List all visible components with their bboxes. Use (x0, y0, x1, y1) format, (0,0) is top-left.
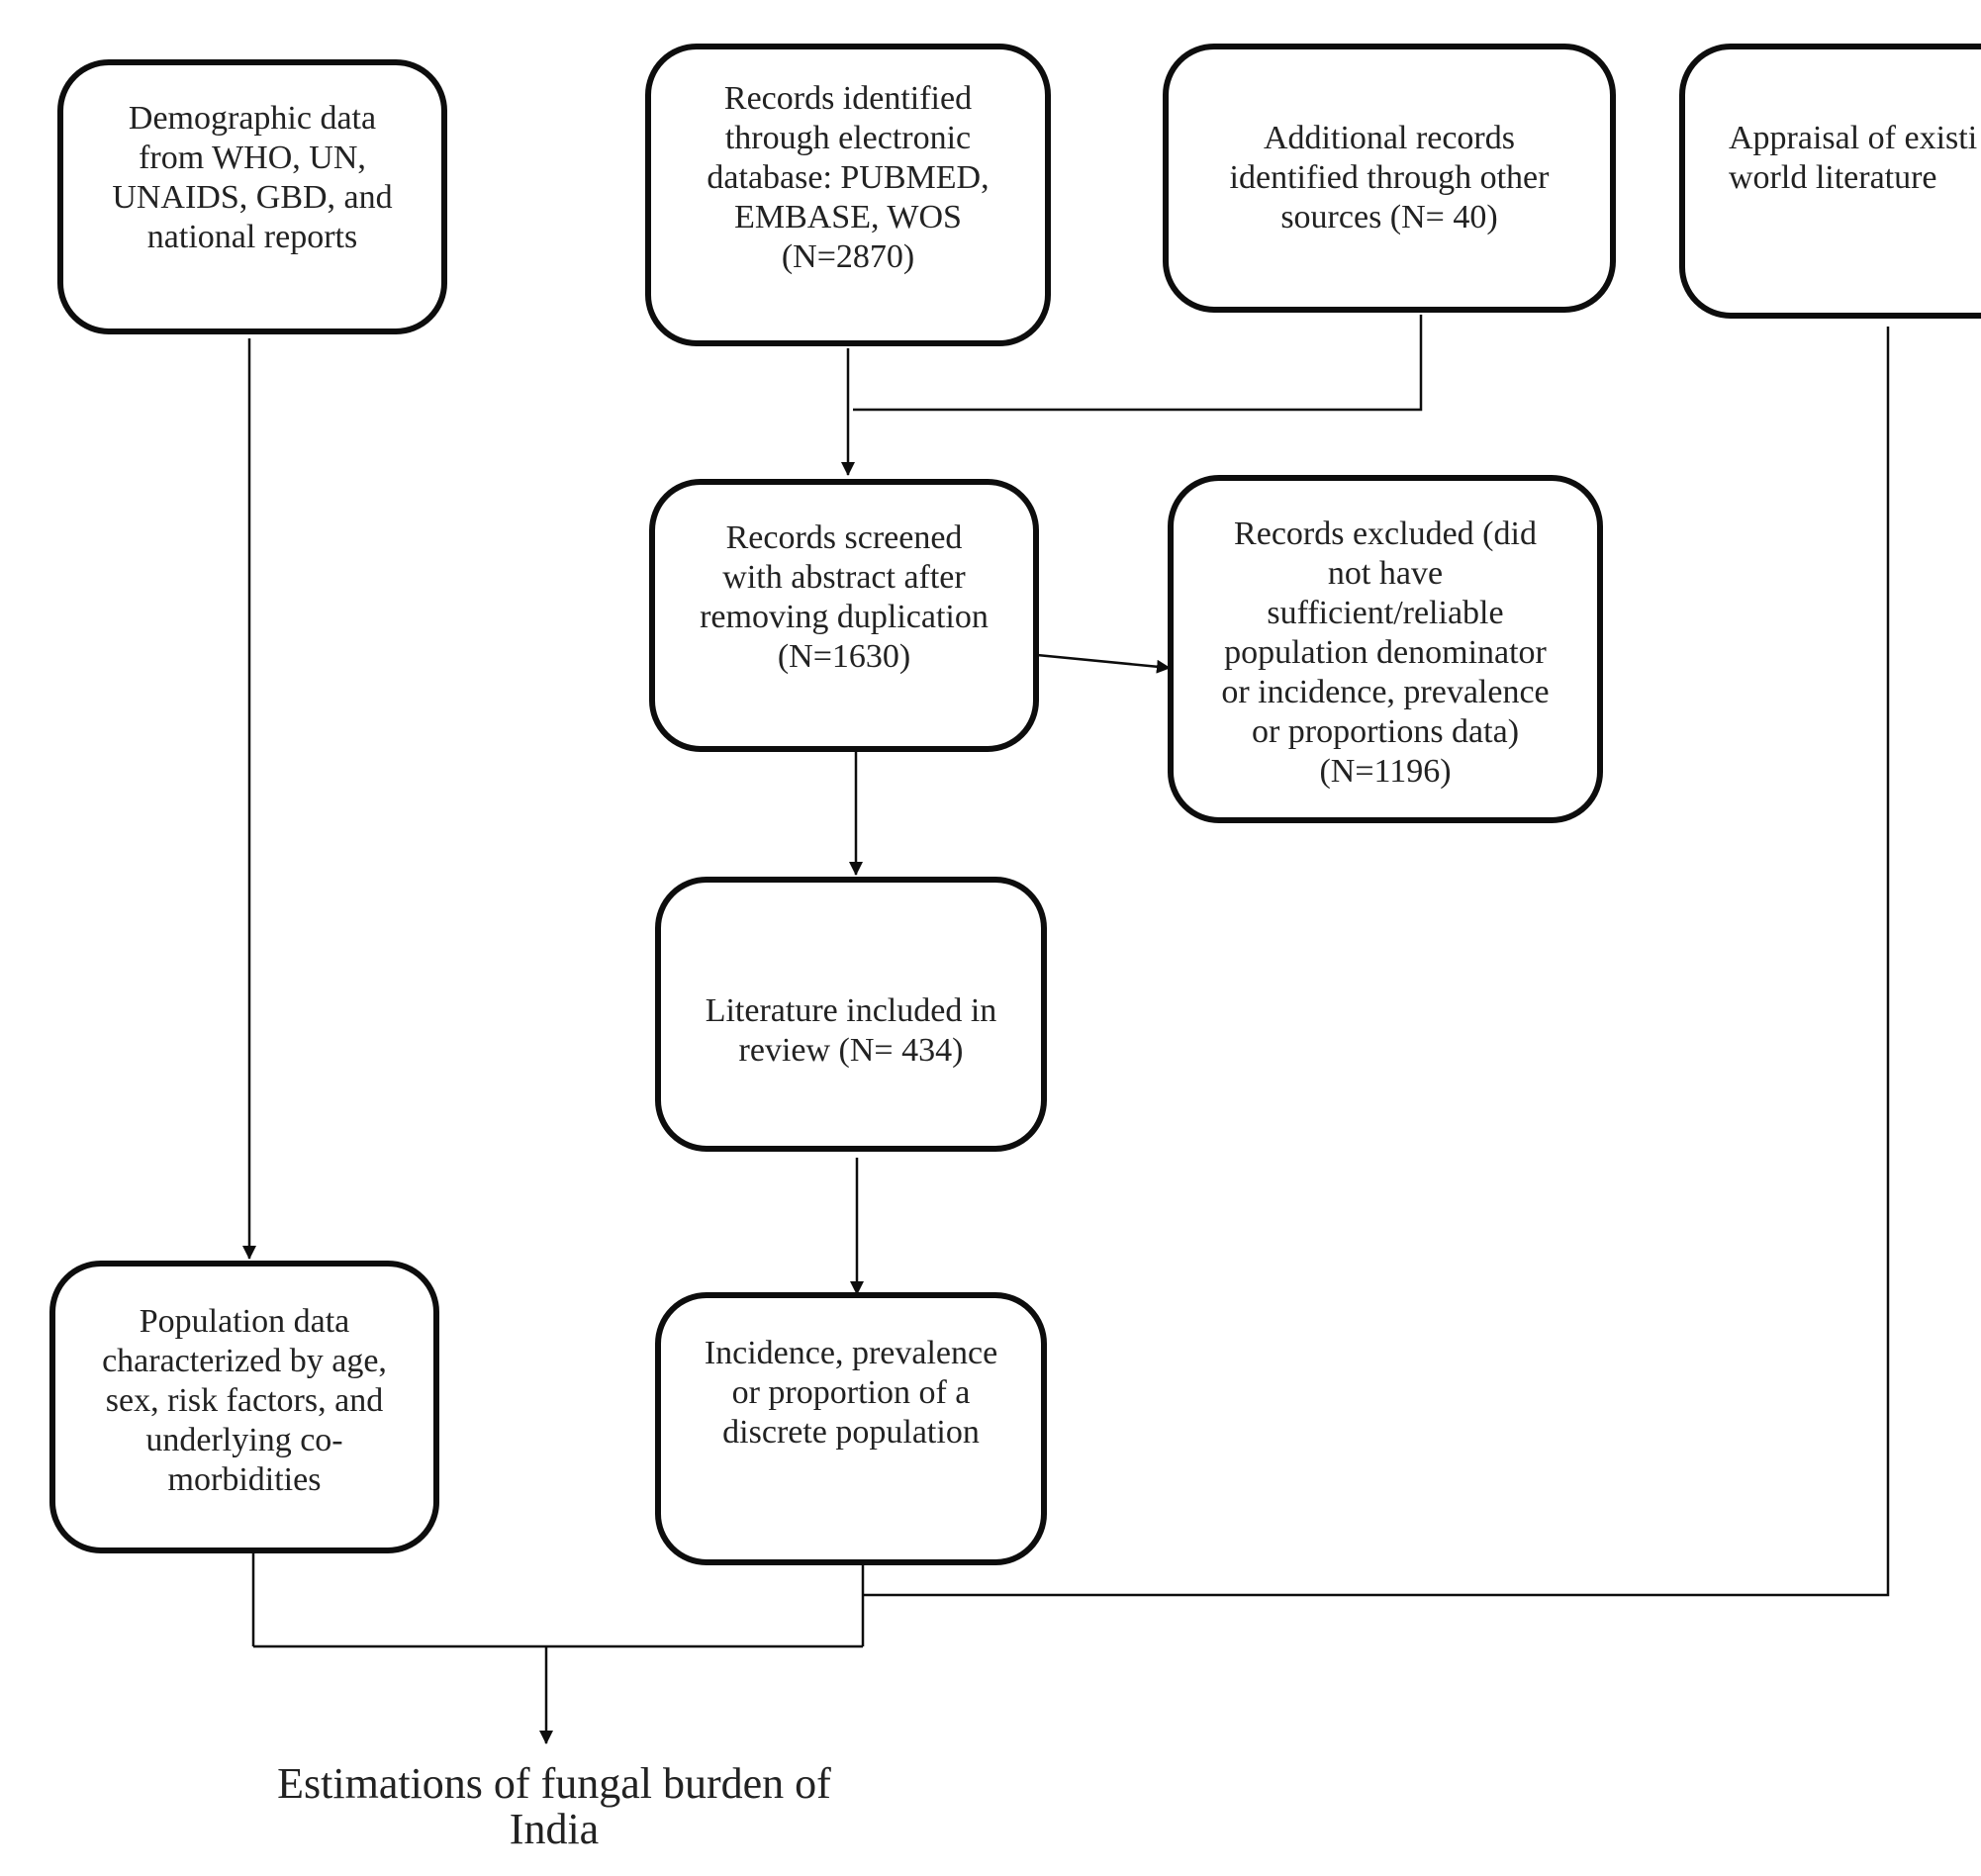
connector-additional-records (853, 315, 1423, 412)
box-text-line: Appraisal of existi (1729, 120, 1978, 156)
box-text-line: population denominator (1224, 634, 1547, 671)
box-text-line: characterized by age, (102, 1343, 387, 1379)
box-text-line: database: PUBMED, (707, 159, 990, 196)
box-text-line: identified through other (1229, 159, 1550, 196)
box-text-line: Population data (139, 1303, 350, 1340)
box-text-line: (N=1630) (777, 638, 911, 675)
box-text-line: EMBASE, WOS (734, 199, 962, 235)
box-text-line: removing duplication (700, 599, 989, 635)
box-text-line: not have (1327, 555, 1444, 592)
box-text-line: or proportions data) (1251, 713, 1520, 750)
final-text-line: India (509, 1805, 600, 1853)
box-text-line: from WHO, UN, (139, 140, 366, 176)
connector-appraisal (863, 327, 1890, 1597)
box-text-line: sources (N= 40) (1280, 199, 1498, 235)
box-text-line: morbidities (167, 1461, 322, 1498)
box-text-line: or incidence, prevalence (1221, 674, 1550, 710)
arrow-screened-to-excluded (1036, 653, 1171, 674)
box-text-line: national reports (146, 219, 358, 255)
box-text-line: Additional records (1264, 120, 1515, 156)
box-text-line: Records screened (725, 519, 963, 556)
box-text-line: (N=1196) (1319, 753, 1452, 790)
box-text-line: sex, risk factors, and (105, 1382, 384, 1419)
box-text-line: (N=2870) (781, 238, 915, 275)
box-text-line: Literature included in (705, 992, 997, 1029)
box-text-line: Demographic data (128, 100, 377, 137)
box-text-line: Records excluded (did (1234, 516, 1537, 552)
box-text-line: world literature (1729, 159, 1937, 196)
box-text-line: Incidence, prevalence (704, 1335, 998, 1371)
box-text-line: with abstract after (722, 559, 966, 596)
box-text-line: discrete population (722, 1414, 980, 1451)
final-text-line: Estimations of fungal burden of (277, 1759, 831, 1808)
box-text-line: review (N= 434) (738, 1032, 964, 1069)
box-text-line: sufficient/reliable (1267, 595, 1504, 631)
box-text-line: underlying co- (145, 1422, 343, 1458)
box-text-line: through electronic (724, 120, 972, 156)
box-text-line: Records identified (723, 80, 973, 117)
box-text-line: or proportion of a (731, 1374, 971, 1411)
box-text-line: UNAIDS, GBD, and (112, 179, 393, 216)
